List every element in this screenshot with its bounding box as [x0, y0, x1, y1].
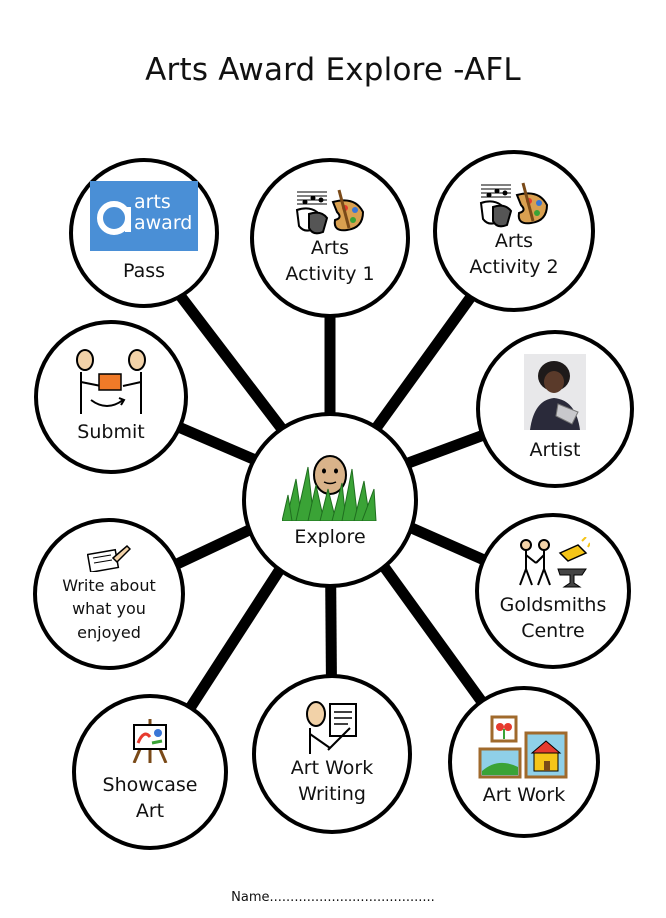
node-arts-activity-1: Arts Activity 1: [250, 158, 410, 318]
center-label: Explore: [294, 526, 366, 549]
node-art-work-writing: Art Work Writing: [252, 674, 412, 834]
node-explore-center: Explore: [242, 412, 418, 588]
node-pass: arts award Pass: [69, 158, 219, 308]
node-label: Art Work Writing: [290, 757, 374, 805]
arts-activity-icon: [479, 182, 549, 228]
node-label: Showcase Art: [102, 774, 198, 822]
artist-photo: [524, 354, 586, 431]
node-label: Goldsmiths Centre: [499, 594, 607, 642]
hand-over-icon: [76, 349, 146, 415]
node-label: Submit: [77, 421, 145, 444]
art-work-icon: [478, 715, 568, 779]
node-submit: Submit: [34, 320, 188, 474]
arts-award-logo: arts award: [90, 181, 198, 252]
page-title: Arts Award Explore -AFL: [145, 52, 521, 88]
node-label: Pass: [122, 260, 166, 283]
node-label: Artist: [529, 439, 581, 462]
node-artist: Artist: [476, 330, 634, 488]
node-label: Arts Activity 2: [469, 230, 559, 278]
goldsmiths-icon: [519, 537, 590, 588]
node-label: Write about what you enjoyed: [62, 576, 156, 642]
writing-icon: [306, 701, 357, 755]
node-label: Arts Activity 1: [285, 237, 375, 285]
node-art-work: Art Work: [448, 686, 600, 838]
easel-icon: [132, 719, 168, 764]
explorer-in-grass-icon: [282, 455, 377, 522]
node-write-about: Write about what you enjoyed: [33, 518, 185, 670]
node-showcase-art: Showcase Art: [72, 694, 228, 850]
node-arts-activity-2: Arts Activity 2: [433, 150, 595, 312]
node-label: Art Work: [482, 784, 566, 807]
writing-hand-icon: [87, 545, 131, 573]
arts-activity-icon: [295, 189, 365, 235]
name-field-label: Name....................................…: [231, 890, 435, 905]
node-goldsmiths-centre: Goldsmiths Centre: [475, 513, 631, 669]
logo-text: arts award: [134, 191, 193, 235]
